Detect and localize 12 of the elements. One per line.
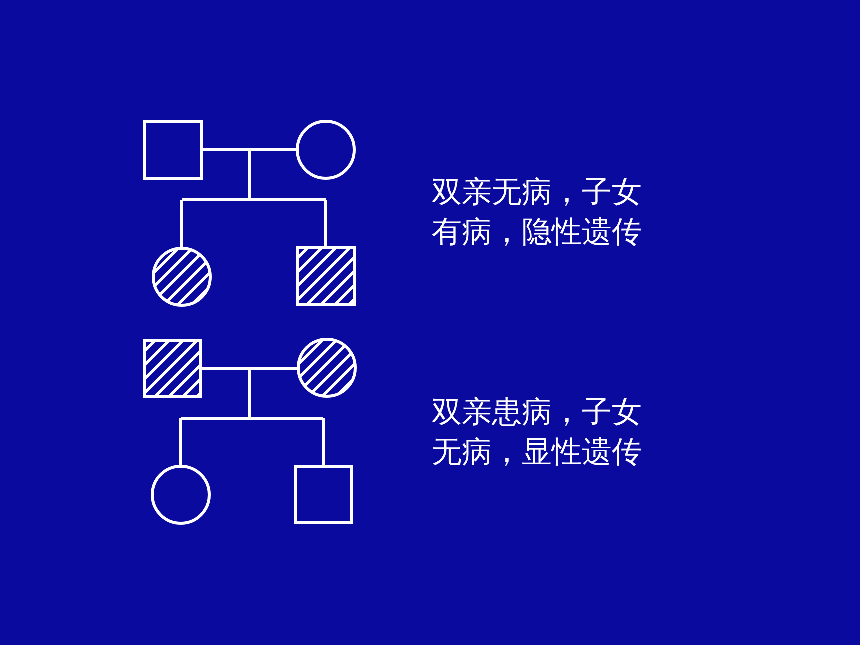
- unaffected-female-circle: [151, 465, 211, 525]
- unaffected-male-square: [143, 120, 203, 180]
- affected-male-square: [296, 246, 356, 306]
- descent-line: [180, 367, 325, 466]
- unaffected-female-circle: [296, 120, 356, 180]
- affected-female-circle: [297, 338, 357, 398]
- affected-female-circle: [152, 247, 212, 307]
- note-text: 双亲患病，子女无病，显性遗传: [432, 394, 643, 472]
- unaffected-male-square: [294, 465, 353, 524]
- affected-male-square: [143, 339, 202, 398]
- note-text: 双亲无病，子女有病，隐性遗传: [432, 174, 643, 252]
- descent-line: [180, 148, 328, 248]
